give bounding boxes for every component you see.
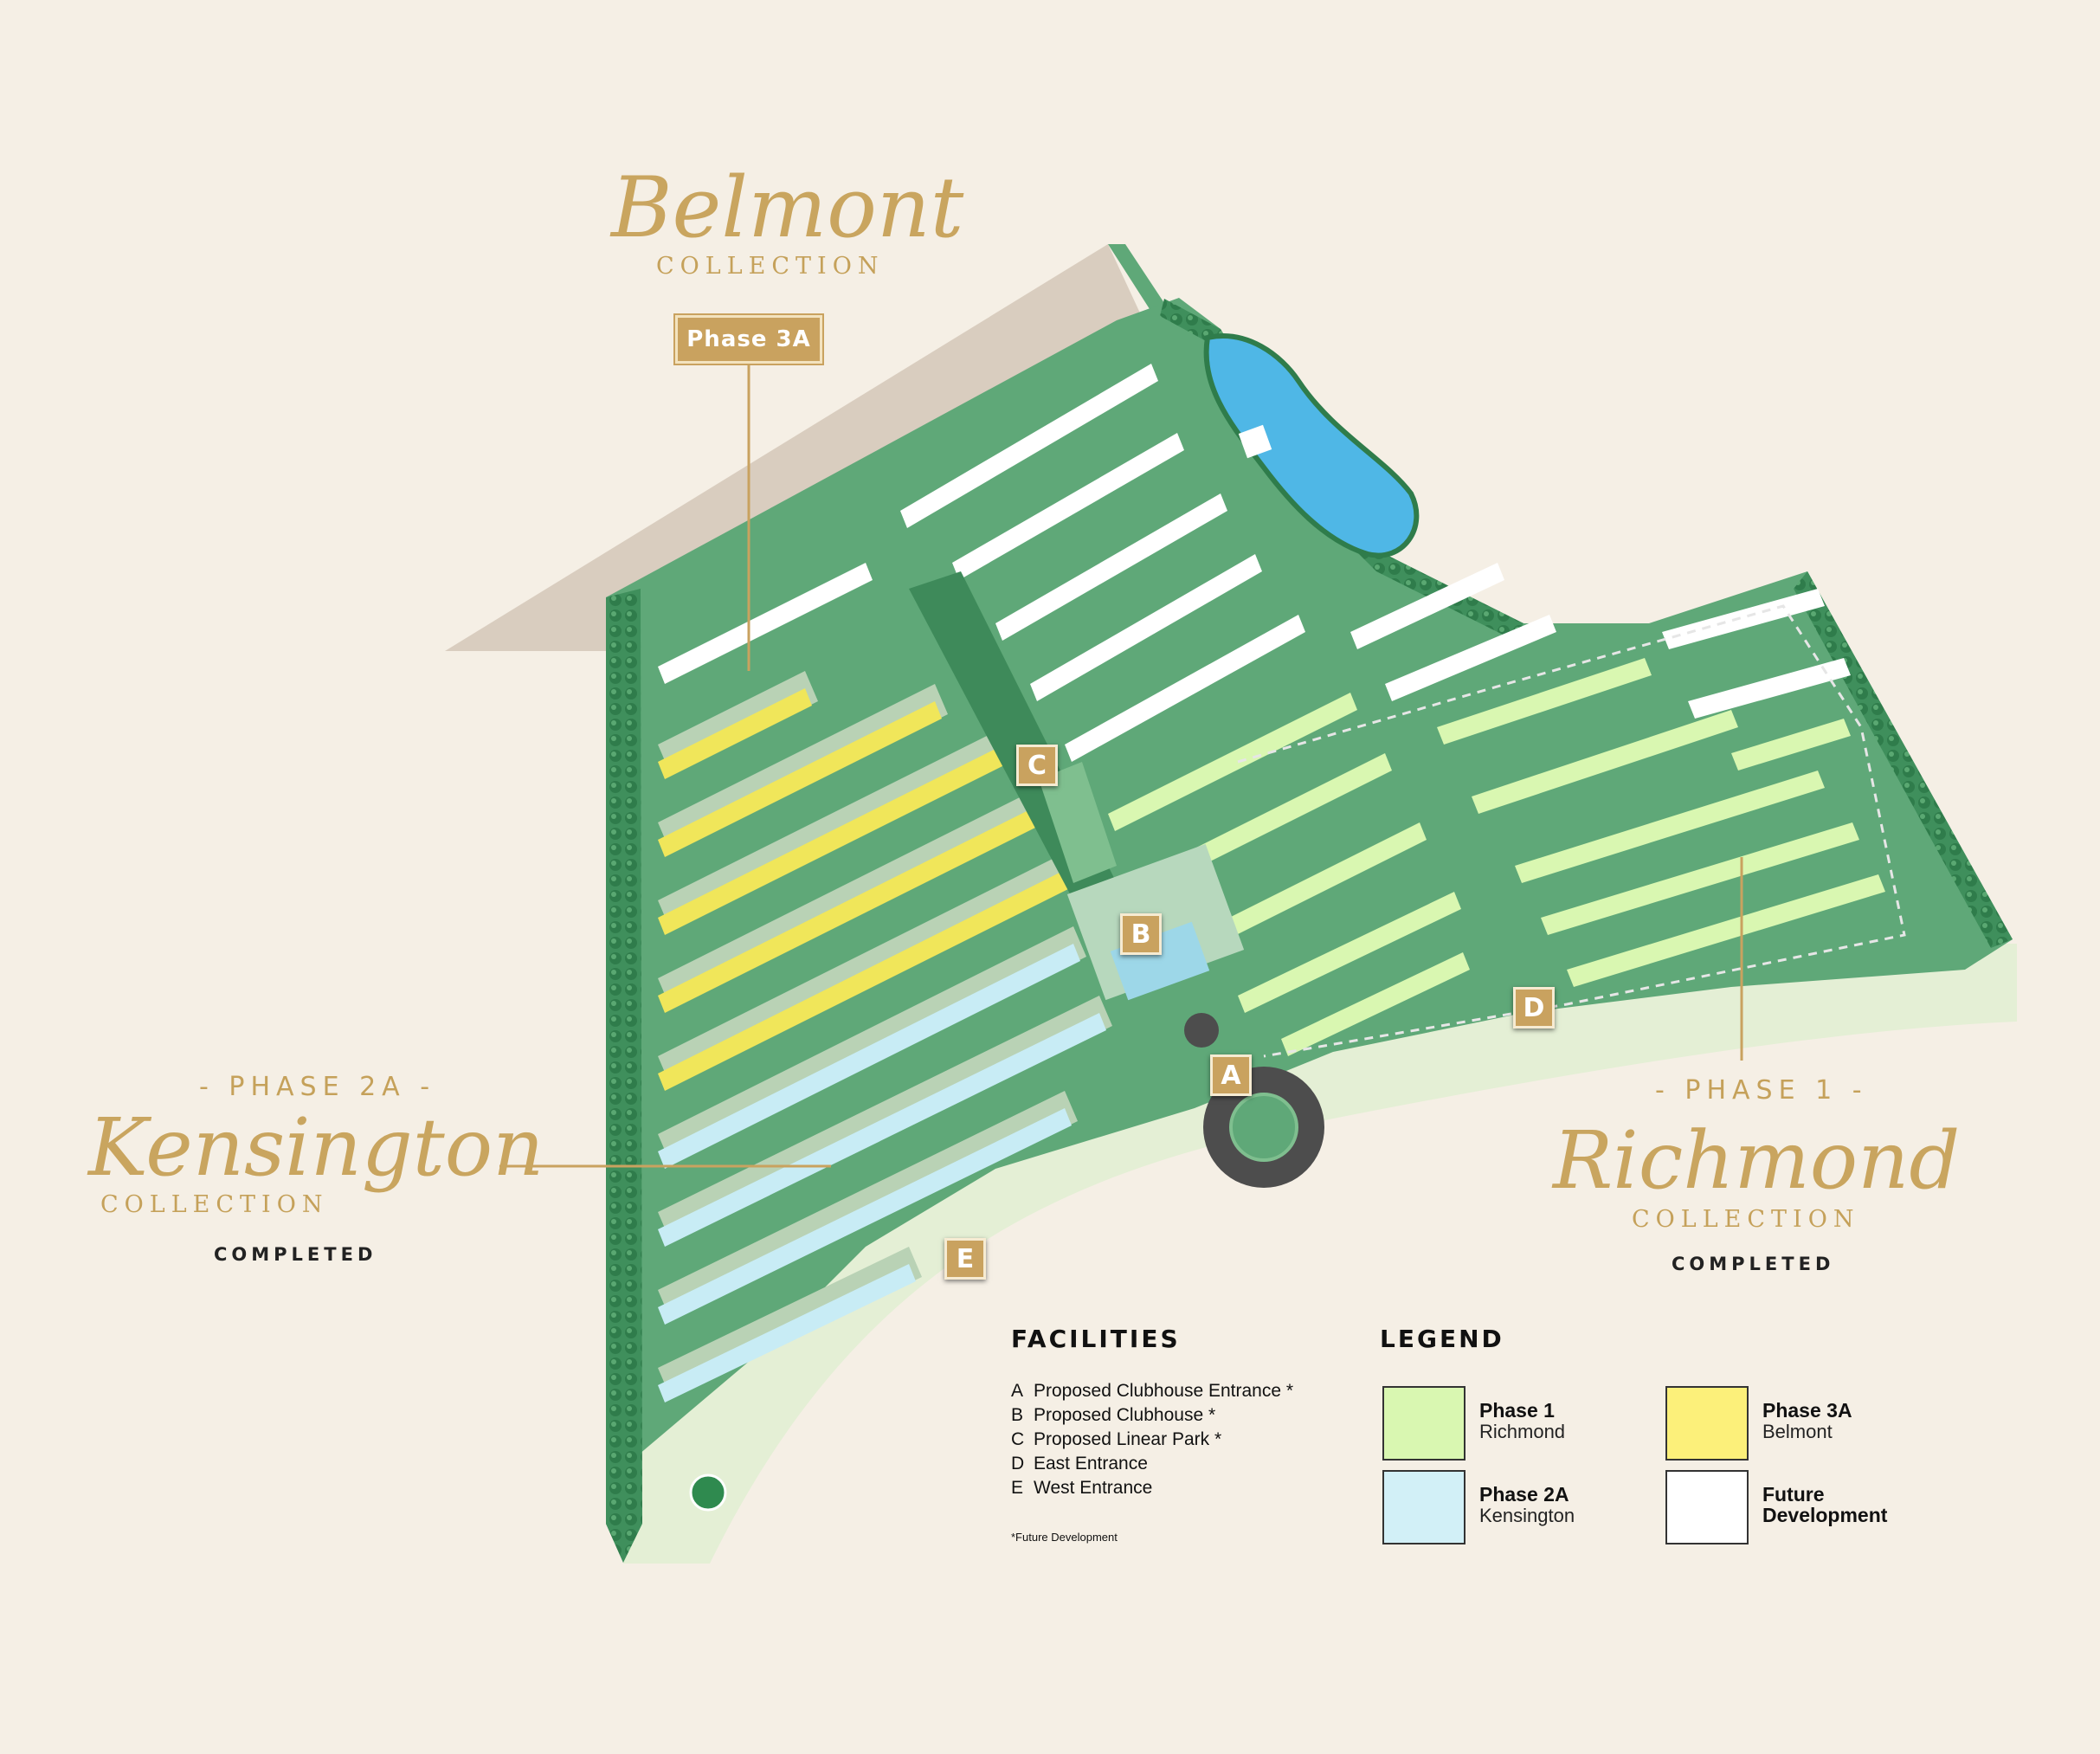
legend-item-sub: Development [1762,1504,1888,1526]
legend-item-future: Future Development [1762,1484,1887,1525]
phase-2a-lots [658,944,1106,1403]
phase-3a-tag[interactable]: Phase 3A [673,313,824,365]
legend-swatch-phase-2a [1382,1470,1465,1544]
facility-label: Proposed Linear Park * [1034,1429,1222,1449]
clubhouse-pool [1110,921,1210,1001]
facilities-title: FACILITIES [1011,1325,1181,1353]
facility-letter: B [1011,1405,1024,1425]
legend-item-sub: Richmond [1479,1421,1566,1442]
future-land-wedge [445,244,1143,651]
facility-label: Proposed Clubhouse * [1034,1405,1216,1425]
facility-item: B Proposed Clubhouse * [1011,1403,1293,1428]
legend-swatch-phase-3a [1665,1386,1749,1461]
kensington-title: Kensington [88,1101,544,1194]
kensington-collection-label: COLLECTION [100,1191,329,1218]
facility-letter: C [1011,1429,1025,1449]
facility-letter: E [1011,1478,1024,1498]
facility-item: E West Entrance [1011,1476,1293,1500]
marker-e[interactable]: E [944,1238,986,1280]
west-tree-border [606,589,642,1563]
phase-1-outline [1237,604,1906,1058]
facilities-footnote: *Future Development [1011,1531,1118,1544]
facility-letter: A [1011,1381,1024,1401]
belmont-collection-label: COLLECTION [656,253,885,280]
sw-green-dot [689,1473,727,1512]
facility-item: D East Entrance [1011,1452,1293,1476]
facility-item: A Proposed Clubhouse Entrance * [1011,1379,1293,1403]
legend-item-title: Phase 1 [1479,1399,1555,1422]
kensington-status: COMPLETED [214,1244,377,1265]
legend-swatch-future [1665,1470,1749,1544]
legend-item-phase-1: Phase 1 Richmond [1479,1400,1565,1443]
richmond-phase-label: - PHASE 1 - [1655,1075,1868,1106]
legend-swatch-phase-1 [1382,1386,1465,1461]
richmond-status: COMPLETED [1672,1254,1835,1274]
top-green-strip [1108,244,1164,312]
marker-d[interactable]: D [1513,987,1555,1029]
legend-item-sub: Kensington [1479,1505,1575,1526]
marker-a[interactable]: A [1210,1054,1252,1096]
kensington-phase-label: - PHASE 2A - [199,1072,436,1102]
north-future-lots [900,364,1851,762]
future-west-lots [658,563,873,684]
marker-b[interactable]: B [1120,913,1162,955]
legend-item-phase-2a: Phase 2A Kensington [1479,1484,1575,1527]
facility-letter: D [1011,1454,1025,1473]
richmond-title: Richmond [1553,1114,1961,1207]
roundabout-small [1184,1013,1219,1048]
facilities-list: A Proposed Clubhouse Entrance * B Proposed… [1011,1379,1293,1500]
linear-park-lawn [1039,762,1117,883]
phase-3a-lots [658,688,1072,1091]
facility-label: East Entrance [1034,1454,1148,1473]
legend-item-title: Phase 2A [1479,1483,1569,1506]
facility-item: C Proposed Linear Park * [1011,1428,1293,1452]
east-tree-border [1794,571,2013,948]
marker-c[interactable]: C [1016,745,1058,786]
legend-item-phase-3a: Phase 3A Belmont [1762,1400,1852,1443]
phase-1-lots [1108,658,1885,1056]
facility-label: West Entrance [1034,1478,1153,1498]
legend-item-title: Phase 3A [1762,1399,1852,1422]
legend-item-title: Future [1762,1483,1825,1506]
legend-title: LEGEND [1380,1325,1504,1353]
richmond-collection-label: COLLECTION [1632,1206,1860,1233]
lake-pavilion [1238,424,1272,459]
belmont-title: Belmont [611,159,964,256]
facility-label: Proposed Clubhouse Entrance * [1034,1381,1294,1401]
legend-item-sub: Belmont [1762,1421,1833,1442]
roundabout-inner [1229,1093,1298,1162]
